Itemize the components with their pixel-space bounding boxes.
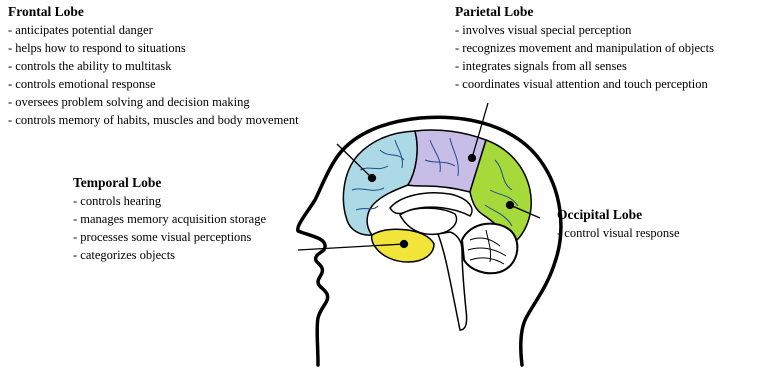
frontal-lobe-item: - anticipates potential danger xyxy=(8,21,299,39)
occipital-lobe-region xyxy=(470,140,531,242)
thalamus xyxy=(400,208,456,234)
frontal-lobe-title: Frontal Lobe xyxy=(8,2,299,21)
cerebellum-folds xyxy=(468,230,506,264)
parietal-lobe-item: - coordinates visual attention and touch… xyxy=(455,75,714,93)
frontal-lobe-list: - anticipates potential danger - helps h… xyxy=(8,21,299,129)
parietal-lobe-label: Parietal Lobe - involves visual special … xyxy=(455,2,714,93)
parietal-lobe-list: - involves visual special perception - r… xyxy=(455,21,714,93)
frontal-lobe-item: - helps how to respond to situations xyxy=(8,39,299,57)
frontal-lobe-item: - oversees problem solving and decision … xyxy=(8,93,299,111)
frontal-lobe-item: - controls the ability to multitask xyxy=(8,57,299,75)
gyri-lines xyxy=(352,138,518,226)
occipital-lobe-item: - control visual response xyxy=(557,224,680,242)
parietal-lobe-region xyxy=(408,130,486,192)
temporal-lobe-region xyxy=(372,229,434,262)
temporal-lobe-item: - categorizes objects xyxy=(73,246,266,264)
temporal-lobe-item: - manages memory acquisition storage xyxy=(73,210,266,228)
parietal-lobe-item: - integrates signals from all senses xyxy=(455,57,714,75)
temporal-lobe-list: - controls hearing - manages memory acqu… xyxy=(73,192,266,264)
frontal-lobe-region xyxy=(343,131,417,235)
head-outline xyxy=(298,117,561,365)
parietal-lobe-item: - recognizes movement and manipulation o… xyxy=(455,39,714,57)
brainstem xyxy=(438,232,467,330)
occipital-lobe-list: - control visual response xyxy=(557,224,680,242)
parietal-lobe-title: Parietal Lobe xyxy=(455,2,714,21)
temporal-lobe-label: Temporal Lobe - controls hearing - manag… xyxy=(73,173,266,264)
temporal-lobe-title: Temporal Lobe xyxy=(73,173,266,192)
temporal-lobe-item: - processes some visual perceptions xyxy=(73,228,266,246)
frontal-lobe-item: - controls memory of habits, muscles and… xyxy=(8,111,299,129)
occipital-lobe-title: Occipital Lobe xyxy=(557,205,680,224)
frontal-lobe-label: Frontal Lobe - anticipates potential dan… xyxy=(8,2,299,129)
temporal-lobe-item: - controls hearing xyxy=(73,192,266,210)
cerebellum xyxy=(462,224,517,274)
leader-lines xyxy=(298,103,540,250)
parietal-lobe-item: - involves visual special perception xyxy=(455,21,714,39)
corpus-callosum xyxy=(390,193,472,216)
occipital-lobe-label: Occipital Lobe - control visual response xyxy=(557,205,680,242)
frontal-lobe-item: - controls emotional response xyxy=(8,75,299,93)
